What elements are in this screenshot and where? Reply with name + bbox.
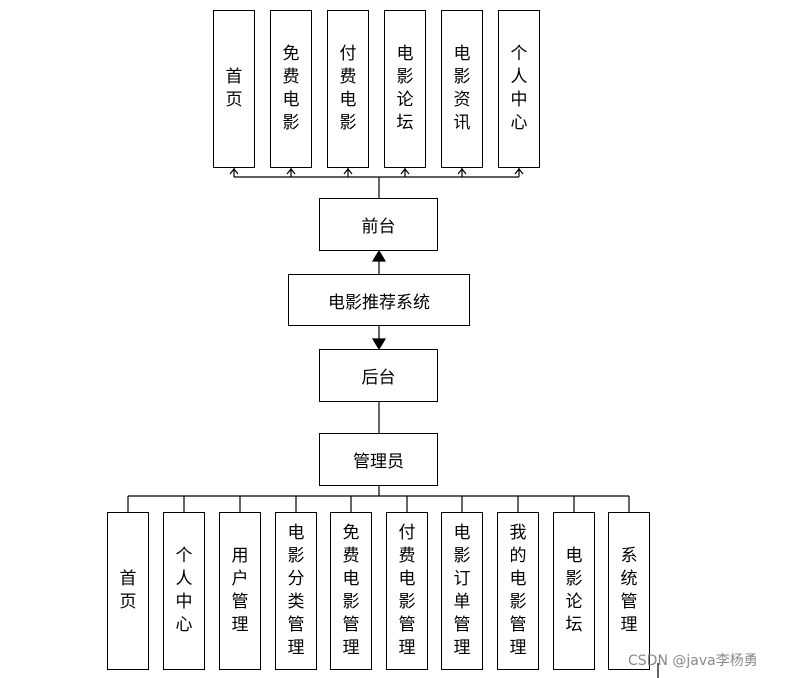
frontend-arrow-0 — [229, 168, 239, 175]
frontend-module-free-movies: 免费电影 — [270, 10, 312, 168]
admin-module-free-movie-management: 免费电影管理 — [330, 512, 372, 670]
frontend-module-personal-center: 个人中心 — [498, 10, 540, 168]
frontend-arrow-5 — [514, 168, 524, 175]
admin-module-order-management: 电影订单管理 — [441, 512, 483, 670]
admin-node: 管理员 — [319, 433, 438, 486]
system-to-backend-arrow — [371, 338, 387, 351]
frontend-module-home: 首页 — [213, 10, 255, 168]
frontend-arrow-2 — [343, 168, 353, 175]
backend-node: 后台 — [319, 349, 438, 402]
admin-module-category-management: 电影分类管理 — [275, 512, 317, 670]
system-node: 电影推荐系统 — [288, 274, 470, 326]
admin-module-system-management: 系统管理 — [608, 512, 650, 670]
watermark: CSDN @java李杨勇 — [628, 653, 758, 669]
frontend-arrow-3 — [400, 168, 410, 175]
frontend-arrow-4 — [457, 168, 467, 175]
system-to-frontend-arrow — [371, 249, 387, 262]
admin-module-personal-center: 个人中心 — [163, 512, 205, 670]
frontend-module-paid-movies: 付费电影 — [327, 10, 369, 168]
frontend-module-movie-forum: 电影论坛 — [384, 10, 426, 168]
admin-module-home: 首页 — [107, 512, 149, 670]
admin-module-user-management: 用户管理 — [219, 512, 261, 670]
frontend-node: 前台 — [319, 198, 438, 251]
admin-module-movie-forum: 电影论坛 — [553, 512, 595, 670]
frontend-arrow-1 — [286, 168, 296, 175]
frontend-module-movie-news: 电影资讯 — [441, 10, 483, 168]
admin-module-my-movie-management: 我的电影管理 — [497, 512, 539, 670]
admin-module-paid-movie-management: 付费电影管理 — [386, 512, 428, 670]
